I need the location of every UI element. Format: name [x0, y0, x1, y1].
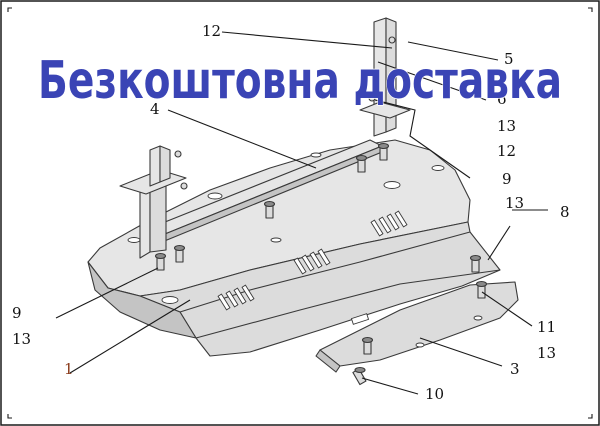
- callout-9-right: 9: [502, 170, 512, 188]
- bolt: [355, 154, 368, 173]
- bolt: [361, 336, 374, 355]
- callout-13-b: 13: [505, 194, 524, 212]
- left-bracket: [119, 145, 188, 259]
- bolt: [377, 142, 390, 161]
- callout-11: 11: [537, 318, 556, 336]
- bolt: [154, 252, 167, 271]
- callouts: 12 4 5 6 13 12 9 13 8 9 13 1 11 13 3 10: [12, 22, 570, 403]
- bolts: [154, 142, 488, 386]
- callout-10: 10: [425, 385, 444, 403]
- callout-13-left: 13: [12, 330, 31, 348]
- callout-12-top: 12: [202, 22, 221, 40]
- callout-12-b: 12: [497, 142, 516, 160]
- callout-3: 3: [510, 360, 520, 378]
- callout-13-c: 13: [537, 344, 556, 362]
- bolt: [469, 254, 482, 273]
- bolt: [263, 200, 276, 219]
- callout-5: 5: [504, 50, 514, 68]
- top-slots: [217, 210, 408, 311]
- bolt: [173, 244, 186, 263]
- callout-9-left: 9: [12, 304, 22, 322]
- callout-6: 6: [497, 90, 507, 108]
- free-delivery-banner: Безкоштовна доставка: [38, 51, 562, 111]
- bolt: [475, 280, 488, 299]
- bolt: [352, 366, 367, 386]
- callout-1: 1: [64, 360, 74, 378]
- callout-13-a: 13: [497, 117, 516, 135]
- callout-4: 4: [150, 100, 160, 118]
- leader-lines: [55, 31, 548, 395]
- plate-holes: [127, 152, 445, 304]
- corner-brackets: [7, 7, 593, 419]
- callout-8: 8: [560, 203, 570, 221]
